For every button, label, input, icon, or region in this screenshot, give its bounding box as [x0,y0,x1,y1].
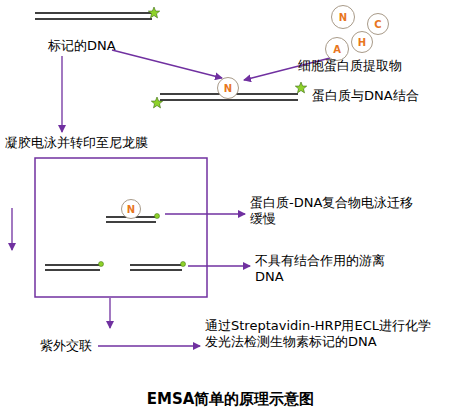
annotation-text: 通过Streptavidin-HRP用ECL进行化学发光法检测生物素标记的DNA [205,318,440,350]
protein-circle: A [325,37,349,61]
annotation-text: 细胞蛋白质提取物 [298,58,458,74]
annotation-text: 凝胶电泳并转印至尼龙膜 [5,135,205,151]
flow-arrow [98,345,200,346]
annotation-text: 标记的DNA [48,38,168,54]
protein-circle: N [217,77,239,99]
protein-circle: N [331,5,355,29]
protein-letter: N [339,12,347,23]
annotation-text: 蛋白质与DNA结合 [312,88,457,104]
protein-circle: C [367,13,389,35]
protein-letter: N [224,83,232,94]
callout-arrow [188,265,250,266]
callout-arrow [165,213,245,214]
flow-arrow [109,298,110,328]
protein-letter: C [374,19,381,30]
gel-membrane [35,158,207,297]
annotation-text: 蛋白质-DNA复合物电泳迁移缓慢 [250,195,420,227]
labeled-dna [35,7,160,19]
flow-arrow [61,56,62,132]
annotation-text: 不具有结合作用的游离DNA [255,253,400,285]
protein-letter: N [127,204,135,215]
protein-circle: H [351,31,373,53]
figure-caption: EMSA简单的原理示意图 [0,390,461,409]
annotation-text: 紫外交联 [40,338,120,354]
protein-letter: H [358,37,366,48]
protein-circle: N [121,199,141,219]
migration-arrow [11,208,12,250]
protein-letter: A [333,44,341,55]
gel-bands [45,214,186,271]
flow-arrow [112,50,222,78]
